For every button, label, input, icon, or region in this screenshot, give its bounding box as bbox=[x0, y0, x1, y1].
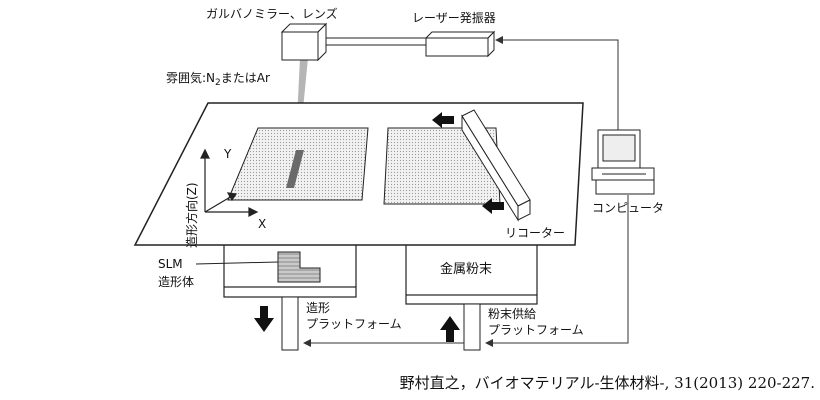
atmosphere-prefix: 雰囲気:N bbox=[166, 70, 215, 85]
slm-label-line1: SLM bbox=[158, 257, 183, 271]
laser-oscillator-box bbox=[424, 30, 496, 58]
galvano-label: ガルバノミラー、レンズ bbox=[206, 6, 338, 21]
powder-piston bbox=[463, 303, 481, 351]
slm-pointer bbox=[195, 261, 279, 265]
computer-label: コンピュータ bbox=[592, 201, 664, 215]
build-piston bbox=[281, 296, 299, 351]
connecting-pipe bbox=[325, 37, 427, 46]
build-down-arrow bbox=[254, 306, 274, 332]
recoater-bar bbox=[461, 109, 531, 222]
axes bbox=[200, 148, 259, 217]
computer-control-line bbox=[485, 195, 629, 347]
powder-supply-label-line1: 粉末供給 bbox=[488, 307, 536, 321]
citation: 野村直之，バイオマテリアル-生体材料-, 31(2013) 220-227. bbox=[400, 374, 815, 392]
powder-supply-label-line2: プラットフォーム bbox=[488, 323, 584, 337]
recoater-arrow-bottom bbox=[482, 198, 504, 214]
computer-icon bbox=[591, 129, 655, 195]
axis-z-label: 造形方向(Z) bbox=[184, 182, 199, 248]
atmosphere-subscript: 2 bbox=[215, 78, 221, 88]
metal-powder-label: 金属粉末 bbox=[440, 261, 492, 277]
laser-label: レーザー発振器 bbox=[412, 11, 496, 25]
slm-part bbox=[277, 251, 321, 283]
build-platform-label-line1: 造形 bbox=[306, 301, 330, 315]
axis-x-label: X bbox=[258, 217, 266, 231]
supply-up-arrow bbox=[440, 316, 460, 342]
axis-y-label: Y bbox=[223, 147, 232, 161]
slm-label-line2: 造形体 bbox=[158, 275, 194, 289]
galvano-mirror-box bbox=[280, 22, 328, 62]
computer-to-laser-line bbox=[495, 36, 619, 130]
atmosphere-label: 雰囲気:N2またはAr bbox=[166, 70, 270, 88]
build-platform-label-line2: プラットフォーム bbox=[306, 317, 402, 331]
recoater-arrow-top bbox=[432, 112, 454, 128]
scan-track bbox=[286, 150, 304, 188]
recoater-label: リコーター bbox=[505, 226, 565, 240]
atmosphere-suffix: またはAr bbox=[221, 71, 270, 85]
